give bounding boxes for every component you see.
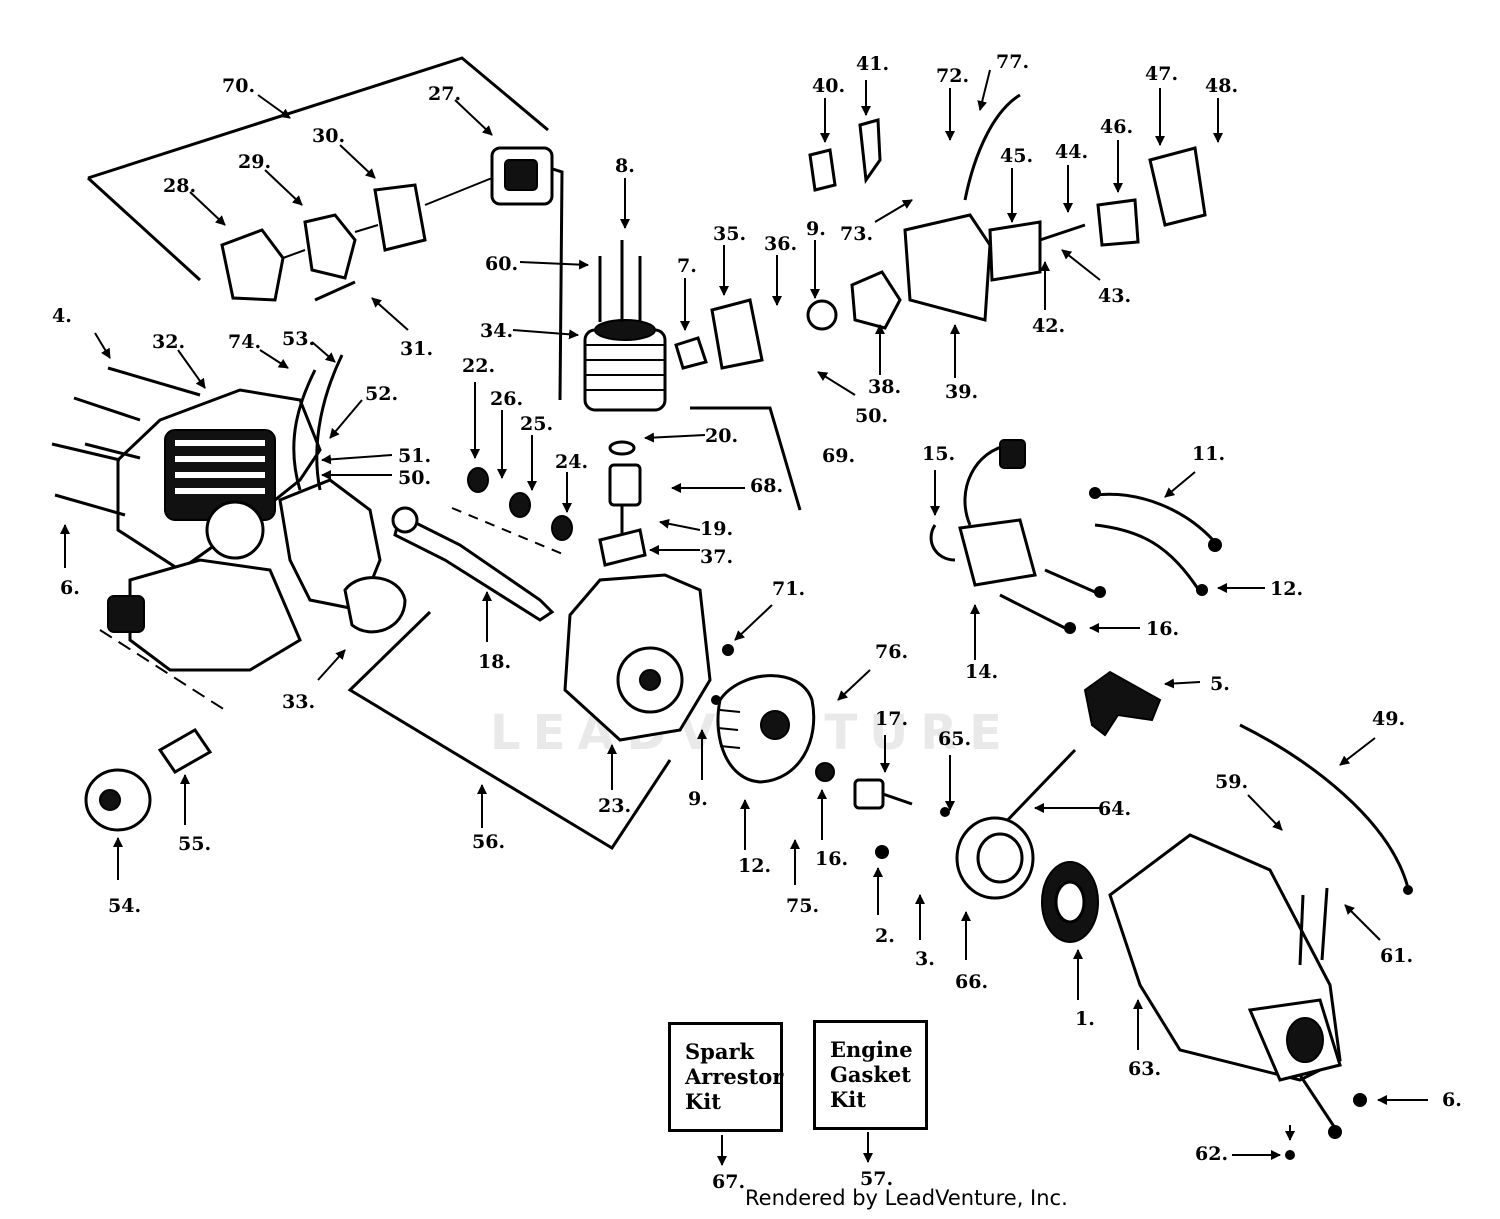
callout-36: 36. bbox=[764, 233, 797, 255]
callout-69: 69. bbox=[822, 445, 855, 467]
callout-7: 7. bbox=[677, 255, 697, 277]
callout-22: 23. bbox=[598, 795, 631, 817]
callout-74: 74. bbox=[228, 331, 261, 353]
callout-10: 9. bbox=[688, 788, 708, 810]
flywheel bbox=[716, 674, 816, 784]
callout-9: 9. bbox=[806, 218, 826, 240]
callout-51: 50. bbox=[398, 467, 431, 489]
callout-26: 26. bbox=[490, 388, 523, 410]
callout-30: 30. bbox=[312, 125, 345, 147]
bolts-left bbox=[51, 366, 201, 517]
callout-67: 67. bbox=[712, 1171, 745, 1193]
crankcase bbox=[563, 573, 712, 742]
callout-68: 68. bbox=[750, 475, 783, 497]
recoil-starter bbox=[815, 670, 1410, 943]
callout-77: 77. bbox=[996, 51, 1029, 73]
air-filter-assembly bbox=[220, 146, 554, 302]
callout-12: 12. bbox=[1270, 578, 1303, 600]
callout-31: 31. bbox=[400, 338, 433, 360]
callout-28: 28. bbox=[163, 175, 196, 197]
callout-15: 15. bbox=[922, 443, 955, 465]
callout-62: 62. bbox=[1195, 1143, 1228, 1165]
callout-37: 37. bbox=[700, 546, 733, 568]
small-hardware bbox=[711, 487, 1413, 1160]
callout-34: 34. bbox=[480, 320, 513, 342]
callout-24: 24. bbox=[555, 451, 588, 473]
callout-19: 18. bbox=[478, 651, 511, 673]
callout-16: 16. bbox=[1146, 618, 1179, 640]
cylinder bbox=[583, 240, 667, 412]
crankshaft bbox=[391, 506, 555, 622]
callout-33: 33. bbox=[282, 691, 315, 713]
callout-70: 70. bbox=[222, 75, 255, 97]
engine-housing bbox=[107, 354, 407, 672]
callout-6b: 6. bbox=[1442, 1089, 1462, 1111]
callout-47: 47. bbox=[1145, 63, 1178, 85]
callout-arrows bbox=[60, 69, 1428, 1166]
footer-credit: Rendered by LeadVenture, Inc. bbox=[745, 1186, 1068, 1210]
callout-57: 57. bbox=[860, 1168, 893, 1190]
callout-71: 71. bbox=[772, 578, 805, 600]
callout-43: 43. bbox=[1098, 285, 1131, 307]
callout-41: 41. bbox=[856, 53, 889, 75]
callout-38: 38. bbox=[868, 376, 901, 398]
ignition-module bbox=[929, 439, 1215, 630]
callout-75: 75. bbox=[786, 895, 819, 917]
callout-76: 76. bbox=[875, 641, 908, 663]
callout-52: 51. bbox=[398, 445, 431, 467]
callout-65: 65. bbox=[938, 728, 971, 750]
callout-29: 29. bbox=[238, 151, 271, 173]
callout-53: 52. bbox=[365, 383, 398, 405]
callout-4: 4. bbox=[52, 305, 72, 327]
callout-73: 73. bbox=[840, 223, 873, 245]
callout-60: 60. bbox=[485, 253, 518, 275]
callout-2: 2. bbox=[875, 925, 895, 947]
carburetor-assembly bbox=[674, 93, 1207, 370]
callout-3: 3. bbox=[915, 948, 935, 970]
piston-assembly bbox=[467, 440, 647, 567]
callout-66: 66. bbox=[955, 971, 988, 993]
callout-20: 19. bbox=[700, 518, 733, 540]
callout-18: 17. bbox=[875, 708, 908, 730]
engine-gasket-kit-box: Engine Gasket Kit bbox=[813, 1020, 928, 1130]
callout-64: 64. bbox=[1098, 798, 1131, 820]
callout-39: 39. bbox=[945, 381, 978, 403]
callout-1: 1. bbox=[1075, 1008, 1095, 1030]
callout-48: 48. bbox=[1205, 75, 1238, 97]
callout-58: 56. bbox=[472, 831, 505, 853]
callout-72: 72. bbox=[936, 65, 969, 87]
callout-59: 59. bbox=[1215, 771, 1248, 793]
callout-11: 11. bbox=[1192, 443, 1225, 465]
callout-23: 22. bbox=[462, 355, 495, 377]
callout-labels: 70. 27. 28. 29. 30. 31. 8. 60. 34. 7. 35… bbox=[52, 51, 1462, 1193]
callout-5: 5. bbox=[1210, 673, 1230, 695]
callout-6a: 6. bbox=[60, 577, 80, 599]
engine-cover bbox=[1108, 833, 1342, 1129]
callout-44: 44. bbox=[1055, 141, 1088, 163]
callout-14: 14. bbox=[965, 661, 998, 683]
callout-46: 46. bbox=[1100, 116, 1133, 138]
callout-40: 40. bbox=[812, 75, 845, 97]
callout-56: 55. bbox=[178, 833, 211, 855]
spark-arrestor-kit-box: Spark Arrestor Kit bbox=[668, 1022, 783, 1132]
callout-35: 35. bbox=[713, 223, 746, 245]
callout-45: 45. bbox=[1000, 145, 1033, 167]
callout-49: 49. bbox=[1372, 708, 1405, 730]
callout-25: 25. bbox=[520, 413, 553, 435]
callout-61: 61. bbox=[1380, 945, 1413, 967]
callout-54: 53. bbox=[282, 328, 315, 350]
callout-27: 27. bbox=[428, 83, 461, 105]
callout-55: 54. bbox=[108, 895, 141, 917]
callout-13: 12. bbox=[738, 855, 771, 877]
callout-21: 20. bbox=[705, 425, 738, 447]
callout-63: 63. bbox=[1128, 1058, 1161, 1080]
callout-8: 8. bbox=[615, 155, 635, 177]
callout-42: 42. bbox=[1032, 315, 1065, 337]
callout-32: 32. bbox=[152, 331, 185, 353]
callout-17: 16. bbox=[815, 848, 848, 870]
muffler-parts bbox=[84, 728, 213, 832]
callout-50: 50. bbox=[855, 405, 888, 427]
